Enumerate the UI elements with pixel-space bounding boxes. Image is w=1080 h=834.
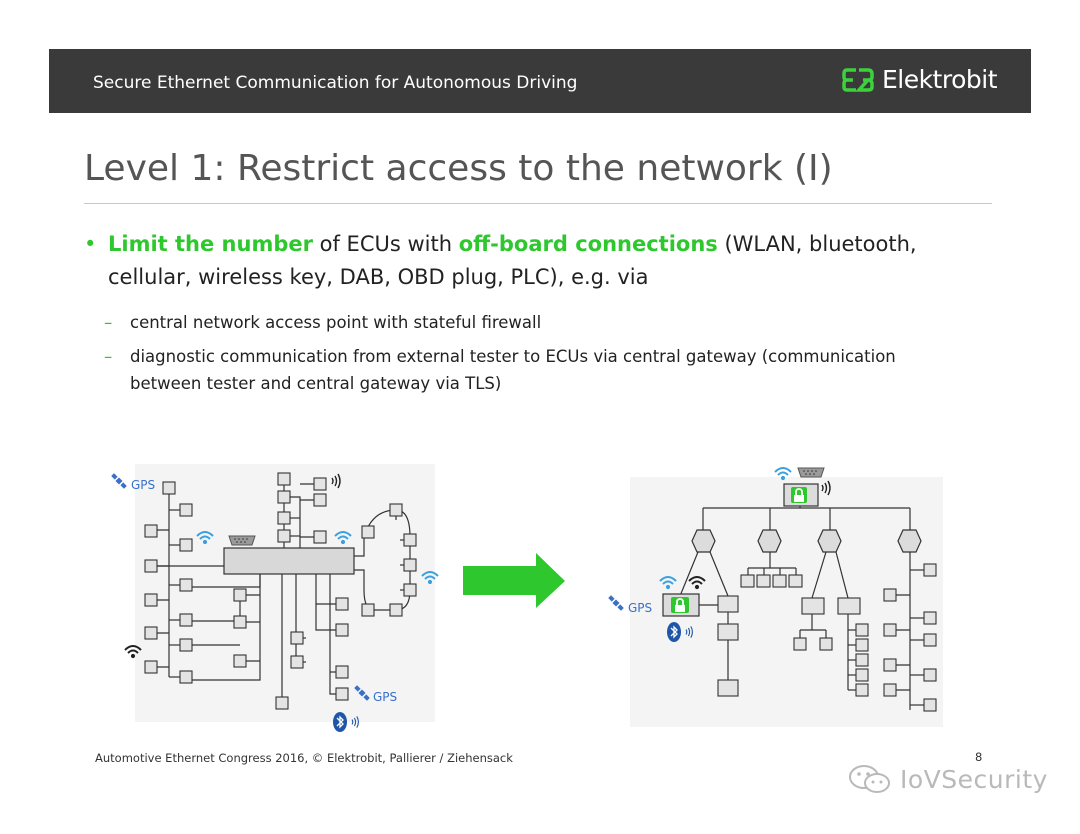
- arrow-right-icon: [463, 553, 565, 608]
- watermark-text: IoVSecurity: [900, 764, 1048, 794]
- satellite-icon: [608, 595, 624, 611]
- sub-dash: –: [104, 313, 113, 332]
- wireless-signal-icon: [351, 716, 359, 728]
- presentation-title: Secure Ethernet Communication for Autono…: [93, 73, 578, 93]
- bullet-text-part: of ECUs with: [312, 232, 459, 256]
- bullet-dot: •: [84, 232, 97, 256]
- gps-label: GPS: [373, 690, 397, 704]
- sub-dash: –: [104, 347, 113, 366]
- satellite-icon: [111, 473, 127, 489]
- bullet-text-part: (WLAN, bluetooth, cellular, wireless key…: [108, 232, 917, 289]
- bluetooth-icon: [666, 621, 682, 643]
- sub-bullet-text: central network access point with statef…: [130, 313, 542, 332]
- elektrobit-logo: Elektrobit: [842, 65, 998, 94]
- page-number: 8: [975, 750, 983, 764]
- highlight-offboard: off-board connections: [458, 232, 718, 256]
- highlight-limit: Limit the number: [108, 232, 313, 256]
- gps-label: GPS: [131, 478, 155, 492]
- gps-label: GPS: [628, 601, 652, 615]
- wireless-signal-icon: [685, 626, 693, 638]
- obd-plug-icon: [797, 467, 825, 478]
- brand-name: Elektrobit: [881, 65, 998, 94]
- watermark: IoVSecurity: [846, 764, 1048, 794]
- header-bar: Secure Ethernet Communication for Autono…: [49, 49, 1031, 113]
- sub-bullet-text: diagnostic communication from external t…: [130, 347, 896, 393]
- title-divider: [84, 203, 992, 204]
- footer-text: Automotive Ethernet Congress 2016, © Ele…: [95, 751, 513, 765]
- wechat-icon: [849, 765, 890, 793]
- eb-logo-icon: [842, 67, 874, 92]
- obd-plug-icon: [228, 535, 256, 546]
- bullet-text: Limit the number of ECUs with off-board …: [108, 228, 984, 294]
- slide-title: Level 1: Restrict access to the network …: [84, 148, 833, 189]
- bluetooth-icon: [332, 711, 348, 733]
